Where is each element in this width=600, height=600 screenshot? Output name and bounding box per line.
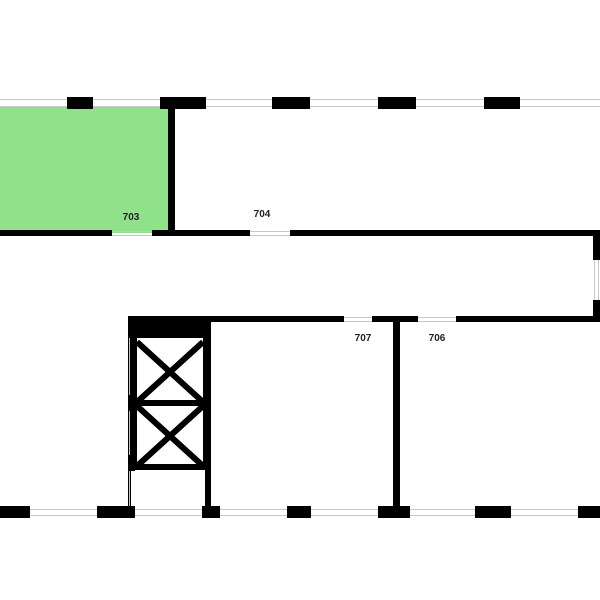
- room-703-fill[interactable]: [0, 106, 171, 233]
- wall-703-704: [168, 106, 175, 236]
- room-label-707[interactable]: 707: [355, 333, 372, 344]
- corridor-top-wall: [0, 230, 600, 236]
- room-label-706[interactable]: 706: [429, 333, 446, 344]
- right-wall: [593, 236, 600, 322]
- room-label-704[interactable]: 704: [254, 209, 271, 220]
- stair-core: [128, 316, 210, 506]
- corridor-bottom-wall: [128, 316, 600, 322]
- room-label-703[interactable]: 703: [123, 212, 140, 223]
- wall-707-left: [205, 322, 211, 512]
- bottom-exterior-wall: [0, 506, 600, 518]
- top-exterior-wall: [0, 97, 600, 109]
- wall-707-706: [393, 322, 400, 512]
